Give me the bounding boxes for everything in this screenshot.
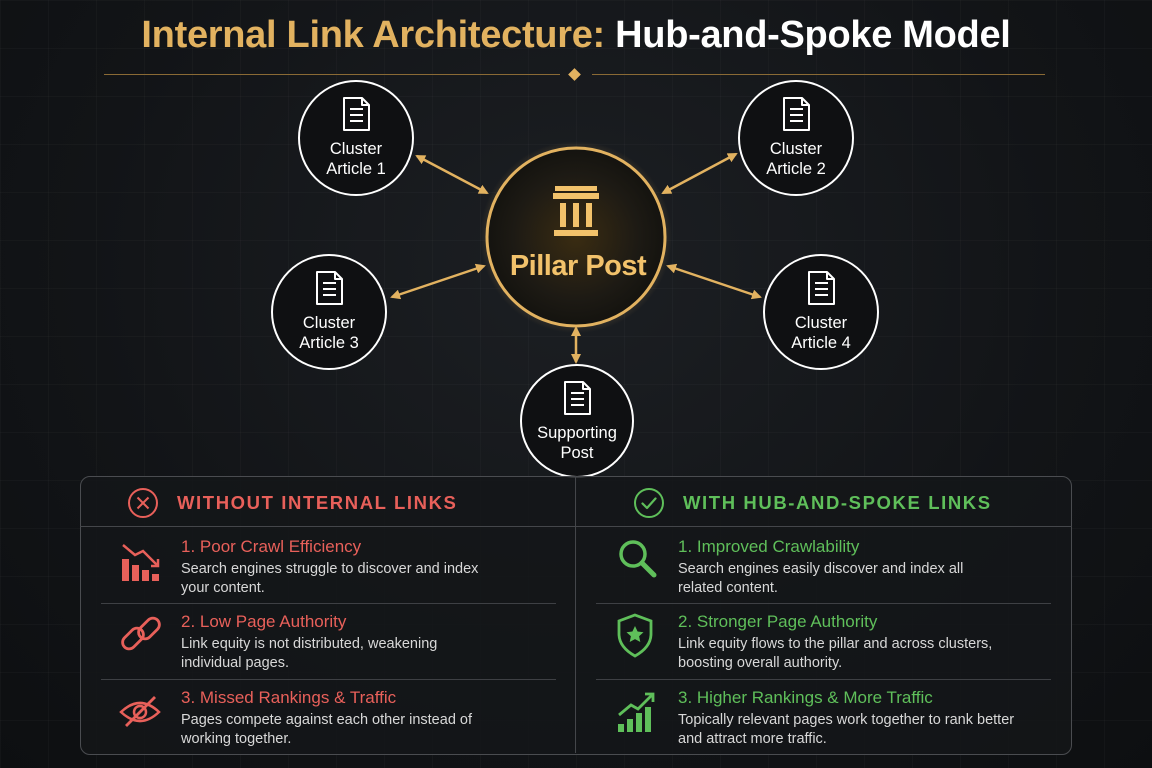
shield-star-icon [617, 613, 653, 658]
node-label-line1: Cluster [795, 314, 848, 332]
node-cluster-article-2: Cluster Article 2 [738, 80, 854, 196]
title-rule-left [104, 74, 560, 75]
arrow-cluster-3 [390, 263, 486, 300]
row-rule [596, 603, 1051, 604]
without-item-3-desc: Pages compete against each other instead… [181, 712, 472, 747]
with-item-3-title: 3. Higher Rankings & More Traffic [678, 688, 933, 707]
node-label-line1: Cluster [330, 140, 383, 158]
node-label-line1: Supporting [537, 424, 617, 442]
row-rule [101, 679, 556, 680]
rising-chart-icon [618, 692, 655, 732]
pillar-label: Pillar Post [510, 250, 647, 282]
magnifier-icon [619, 540, 657, 578]
node-label-line1: Cluster [770, 140, 823, 158]
eye-slash-icon [119, 696, 161, 727]
without-links-heading: WITHOUT INTERNAL LINKS [127, 488, 458, 518]
node-label-line2: Article 2 [766, 160, 826, 178]
check-circle-icon [634, 488, 664, 518]
comparison-panel [80, 476, 1072, 755]
node-supporting-post: Supporting Post [520, 364, 634, 478]
arrow-cluster-4 [666, 263, 762, 300]
without-item-1-desc: Search engines struggle to discover and … [181, 561, 479, 596]
node-label-line2: Post [560, 444, 593, 462]
node-cluster-article-3: Cluster Article 3 [271, 254, 387, 370]
without-item-2-title: 2. Low Page Authority [181, 612, 347, 631]
row-rule [596, 679, 1051, 680]
node-label-line2: Article 4 [791, 334, 851, 352]
row-rule [101, 603, 556, 604]
page-title: Internal Link Architecture: Hub-and-Spok… [0, 14, 1152, 57]
with-item-3-desc: Topically relevant pages work together t… [678, 712, 1015, 747]
broken-link-icon [121, 616, 161, 651]
with-item-1-title: 1. Improved Crawlability [678, 537, 860, 556]
with-links-heading: WITH HUB-AND-SPOKE LINKS [633, 488, 992, 518]
column-divider [575, 476, 576, 753]
without-item-3-title: 3. Missed Rankings & Traffic [181, 688, 397, 707]
pillar-node: Pillar Post [480, 141, 672, 333]
node-label-line1: Cluster [303, 314, 356, 332]
title-part-2: Hub-and-Spoke Model [615, 14, 1011, 56]
pillar-icon [553, 186, 599, 236]
node-cluster-article-1: Cluster Article 1 [298, 80, 414, 196]
node-label-line2: Article 1 [326, 160, 386, 178]
with-item-2-desc: Link equity flows to the pillar and acro… [678, 636, 993, 671]
x-circle-icon [128, 488, 158, 518]
title-part-1: Internal Link Architecture: [141, 14, 605, 56]
arrow-cluster-2 [661, 152, 738, 195]
node-cluster-article-4: Cluster Article 4 [763, 254, 879, 370]
with-links-heading-text: WITH HUB-AND-SPOKE LINKS [683, 492, 992, 513]
with-item-2-title: 2. Stronger Page Authority [678, 612, 878, 631]
declining-chart-icon [122, 544, 160, 581]
with-item-1-desc: Search engines easily discover and index… [678, 561, 964, 596]
arrow-cluster-1 [415, 154, 489, 195]
header-rule [80, 526, 1072, 527]
node-label-line2: Article 3 [299, 334, 359, 352]
without-item-1-title: 1. Poor Crawl Efficiency [181, 537, 362, 556]
without-links-heading-text: WITHOUT INTERNAL LINKS [177, 492, 458, 513]
without-item-2-desc: Link equity is not distributed, weakenin… [181, 636, 438, 671]
title-rule-right [592, 74, 1045, 75]
